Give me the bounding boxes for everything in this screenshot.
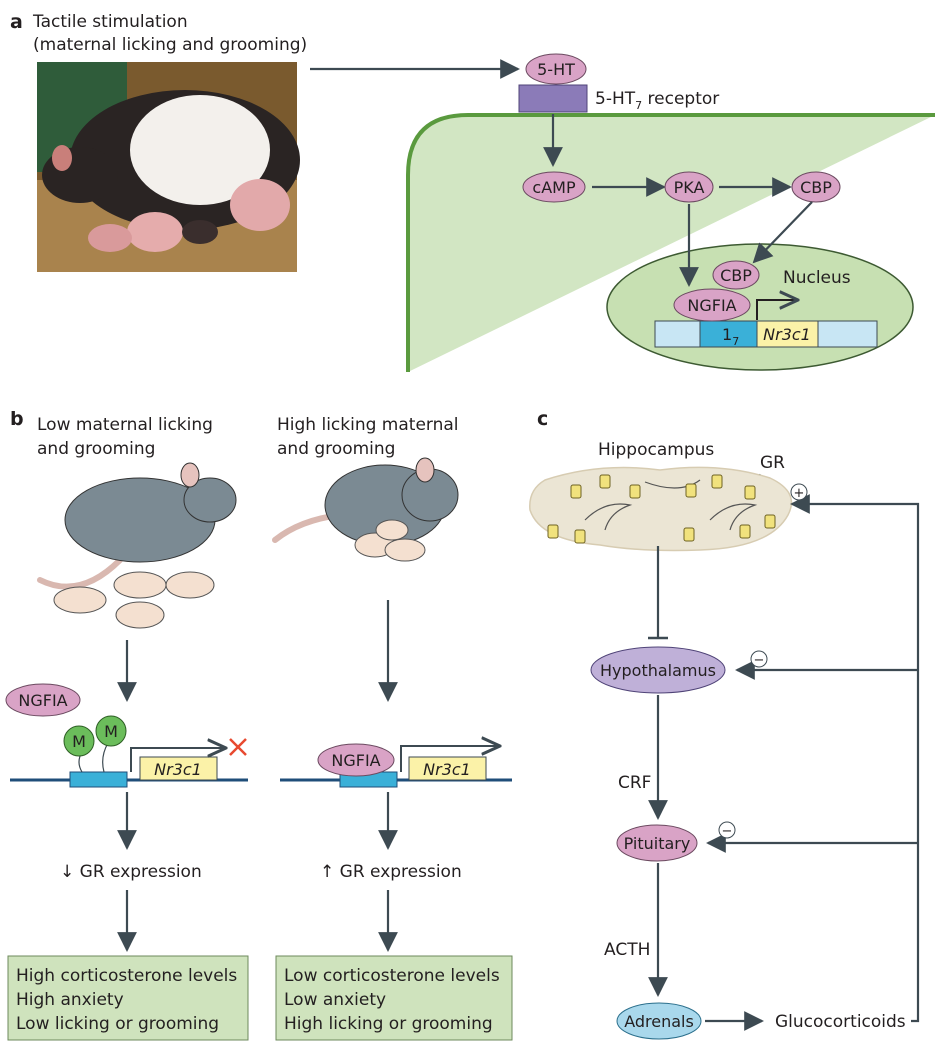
low-outcome-1: High corticosterone levels xyxy=(16,966,237,986)
pituitary-label: Pituitary xyxy=(624,834,691,853)
camp-label: cAMP xyxy=(532,178,576,197)
5ht-node xyxy=(525,53,587,85)
panel-c-letter: c xyxy=(537,408,548,430)
ngfia-bound-node xyxy=(317,743,395,777)
5ht7-receptor xyxy=(518,84,588,113)
promoter-low xyxy=(69,771,128,788)
minus-sign-1: − xyxy=(754,653,765,668)
low-outcome-3: Low licking or grooming xyxy=(16,1014,219,1034)
gene-box-high xyxy=(408,756,487,781)
gene-label-low: Nr3c1 xyxy=(154,760,202,779)
gr-receptor-icons xyxy=(547,474,776,544)
high-title-line2: and grooming xyxy=(277,439,395,459)
exon-label: 17 xyxy=(722,325,739,348)
plus-sign: + xyxy=(794,486,805,501)
hypothalamus-label: Hypothalamus xyxy=(600,661,716,680)
minus-sign-icon-2 xyxy=(718,821,736,839)
panel-b-letter: b xyxy=(10,408,24,430)
ngfia-free-node xyxy=(5,683,81,717)
low-outcome-2: High anxiety xyxy=(16,990,124,1010)
plus-sign-icon xyxy=(790,483,808,501)
gene-label-a: Nr3c1 xyxy=(763,325,811,344)
pituitary-node xyxy=(616,824,698,862)
hippocampus-shape xyxy=(529,466,793,552)
low-outcome-box xyxy=(7,955,249,1041)
ngfia-node-a xyxy=(673,288,751,322)
pka-node xyxy=(664,171,714,203)
methyl-label-1: M xyxy=(72,732,86,751)
receptor-label: 5-HT7 receptor xyxy=(595,89,719,112)
camp-node xyxy=(522,171,586,203)
glucocorticoids-label: Glucocorticoids xyxy=(775,1012,906,1032)
methyl-label-2: M xyxy=(104,722,118,741)
low-title-line2: and grooming xyxy=(37,439,155,459)
acth-label: ACTH xyxy=(604,940,650,960)
cbp-inner-node xyxy=(712,260,760,290)
low-lg-rat-illustration xyxy=(37,462,237,629)
cbp-outer-node xyxy=(791,171,841,203)
gr-label: GR xyxy=(760,453,785,473)
gr-expression-low: ↓ GR expression xyxy=(60,862,202,882)
feedback-hippocampus xyxy=(790,494,920,1023)
nucleus xyxy=(606,243,914,371)
gr-expression-high: ↑ GR expression xyxy=(320,862,462,882)
panel-a-caption-line2: (maternal licking and grooming) xyxy=(33,35,307,55)
high-outcome-1: Low corticosterone levels xyxy=(284,966,500,986)
methyl-group-2 xyxy=(95,715,127,747)
adrenals-label: Adrenals xyxy=(624,1012,694,1031)
minus-sign-2: − xyxy=(722,824,733,839)
low-title-line1: Low maternal licking xyxy=(37,415,213,435)
nr3c1-gene-a xyxy=(756,320,819,348)
5ht-label: 5-HT xyxy=(537,60,575,79)
panel-a-letter: a xyxy=(10,11,23,33)
adrenals-node xyxy=(616,1002,702,1040)
high-title-line1: High licking maternal xyxy=(277,415,459,435)
cbp-inner-label: CBP xyxy=(720,266,752,285)
crf-label: CRF xyxy=(618,773,651,793)
cbp-outer-label: CBP xyxy=(800,178,832,197)
nucleus-label: Nucleus xyxy=(783,268,851,288)
ngfia-free-label: NGFIA xyxy=(18,691,67,710)
gene-label-high: Nr3c1 xyxy=(423,760,471,779)
high-outcome-box xyxy=(275,955,513,1041)
hippocampus-label: Hippocampus xyxy=(598,440,714,460)
block-cross-icon xyxy=(229,738,247,756)
minus-sign-icon-1 xyxy=(750,650,768,668)
hypothalamus-node xyxy=(590,646,726,694)
methyl-group-1 xyxy=(63,725,95,757)
high-outcome-3: High licking or grooming xyxy=(284,1014,493,1034)
rat-photo xyxy=(37,62,300,272)
high-outcome-2: Low anxiety xyxy=(284,990,386,1010)
high-lg-rat-illustration xyxy=(272,457,459,562)
pka-label: PKA xyxy=(674,178,705,197)
gene-box-low xyxy=(139,756,218,781)
panel-a-caption-line1: Tactile stimulation xyxy=(32,12,188,32)
ngfia-label-a: NGFIA xyxy=(687,296,736,315)
ngfia-bound-label: NGFIA xyxy=(331,751,380,770)
